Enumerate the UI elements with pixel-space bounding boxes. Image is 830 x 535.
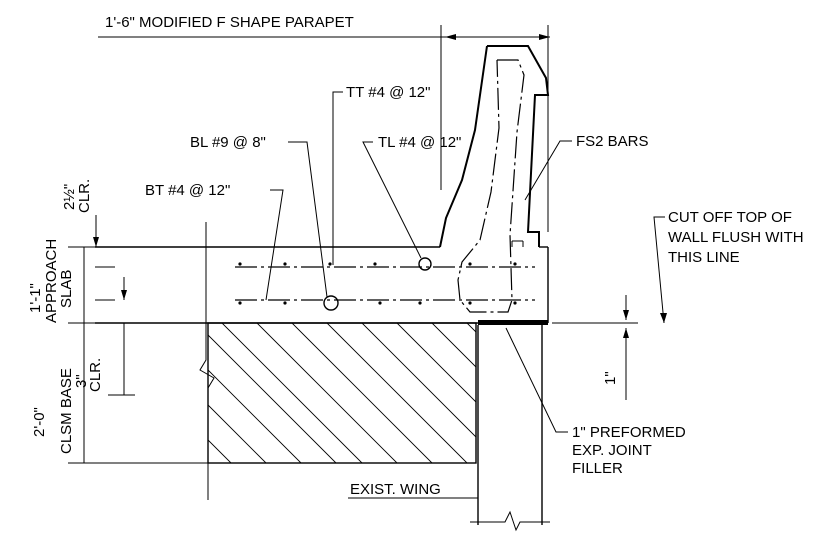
tt-label: TT #4 @ 12"	[346, 84, 430, 101]
clr-bot-label-1: 3"	[73, 374, 90, 388]
bt-label: BT #4 @ 12"	[145, 182, 230, 199]
fs2-leader	[524, 140, 572, 201]
clr-top-label-2: CLR.	[76, 179, 93, 213]
tl-label: TL #4 @ 12"	[378, 134, 461, 151]
left-break-line	[199, 222, 215, 500]
bt-leader	[265, 189, 284, 301]
parapet-rebar	[457, 59, 525, 313]
bl-bar-circle	[323, 295, 339, 311]
slab-label-1: APPROACH	[43, 239, 60, 323]
fs2-label: FS2 BARS	[576, 133, 649, 150]
clsm-hatch	[208, 323, 476, 463]
rebar-dots	[238, 262, 517, 305]
bl-leader	[288, 141, 328, 298]
tl-leader	[362, 141, 422, 259]
clsm-dim-label: 2'-0"	[31, 407, 48, 437]
clr-top-label-1: 2½"	[61, 184, 78, 210]
clsm-label: CLSM BASE	[58, 368, 75, 454]
top-clr-arrow	[93, 237, 99, 247]
expansion-joint-filler	[478, 320, 548, 325]
cutoff-arrow	[660, 313, 667, 323]
filler-leader	[505, 327, 568, 433]
one-inch-arrow-bot	[623, 328, 629, 338]
arrow-left	[445, 34, 456, 40]
bl-label: BL #9 @ 8"	[190, 134, 266, 151]
clr-bot-label-2: CLR.	[87, 358, 104, 392]
cutoff-label-3: THIS LINE	[668, 249, 740, 266]
slab-clr-arrow	[121, 290, 127, 300]
cutoff-label-1: CUT OFF TOP OF	[668, 209, 792, 226]
slab-dim-label: 1'-1"	[27, 283, 44, 313]
filler-label-2: EXP. JOINT	[572, 442, 652, 459]
filler-label-1: 1" PREFORMED	[572, 424, 686, 441]
cutoff-label-2: WALL FLUSH WITH	[668, 229, 804, 246]
wing-break	[470, 510, 550, 532]
clsm-base	[207, 322, 477, 464]
one-inch-arrow-top	[623, 310, 629, 320]
filler-label-3: FILLER	[572, 460, 623, 477]
tt-leader	[332, 91, 343, 265]
one-inch-label: 1"	[602, 371, 619, 385]
tl-bar-circle	[418, 257, 432, 271]
cutoff-leader	[653, 216, 665, 324]
arrow-right	[539, 34, 550, 40]
wing-label: EXIST. WING	[350, 481, 441, 498]
parapet-outline	[439, 45, 550, 248]
slab-label-2: SLAB	[58, 270, 75, 308]
title-label: 1'-6" MODIFIED F SHAPE PARAPET	[105, 14, 354, 31]
